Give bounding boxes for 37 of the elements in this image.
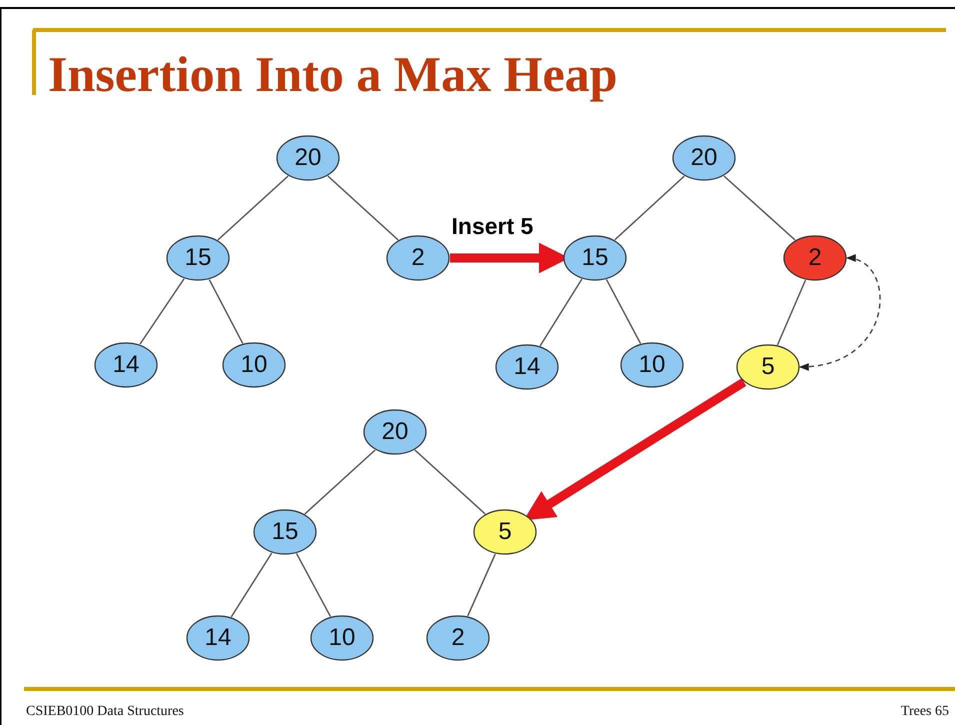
heap-node: 2 <box>386 235 450 281</box>
tree-edge <box>217 176 289 240</box>
tree-edge <box>230 552 272 618</box>
tree-edge <box>467 554 496 616</box>
heap-node: 20 <box>672 135 736 181</box>
tree-edge <box>139 278 185 345</box>
tree-edge <box>723 175 796 241</box>
heap-node: 14 <box>495 344 559 390</box>
page-number: Trees 65 <box>900 704 949 720</box>
edge-label: Insert 5 <box>452 213 534 240</box>
tree-edge <box>304 450 376 514</box>
heap-node: 10 <box>222 342 286 388</box>
heap-node: 5 <box>736 344 800 390</box>
dashed-arrow <box>799 256 881 370</box>
tree-edge <box>296 553 332 617</box>
slide-title: Insertion Into a Max Heap <box>48 45 618 103</box>
tree-edge <box>208 279 244 344</box>
block-arrow <box>524 378 746 520</box>
heap-node: 15 <box>563 235 627 281</box>
heap-node: 2 <box>783 235 847 281</box>
tree-edge <box>614 176 685 240</box>
tree-edge <box>606 279 642 344</box>
tree-edge <box>327 176 399 240</box>
course-name: CSIEB0100 Data Structures <box>26 704 184 720</box>
heap-node: 10 <box>620 342 684 388</box>
heap-node: 14 <box>94 342 158 388</box>
heap-node: 15 <box>166 235 230 281</box>
heap-node: 15 <box>253 509 317 555</box>
tree-edge <box>776 280 806 346</box>
heap-node: 2 <box>426 615 490 661</box>
tree-edge <box>414 450 486 514</box>
tree-edge <box>540 278 582 346</box>
heap-node: 20 <box>363 409 427 455</box>
heap-node: 20 <box>276 135 340 181</box>
heap-node: 10 <box>310 615 374 661</box>
heap-node: 14 <box>186 615 250 661</box>
heap-node: 5 <box>473 509 537 555</box>
